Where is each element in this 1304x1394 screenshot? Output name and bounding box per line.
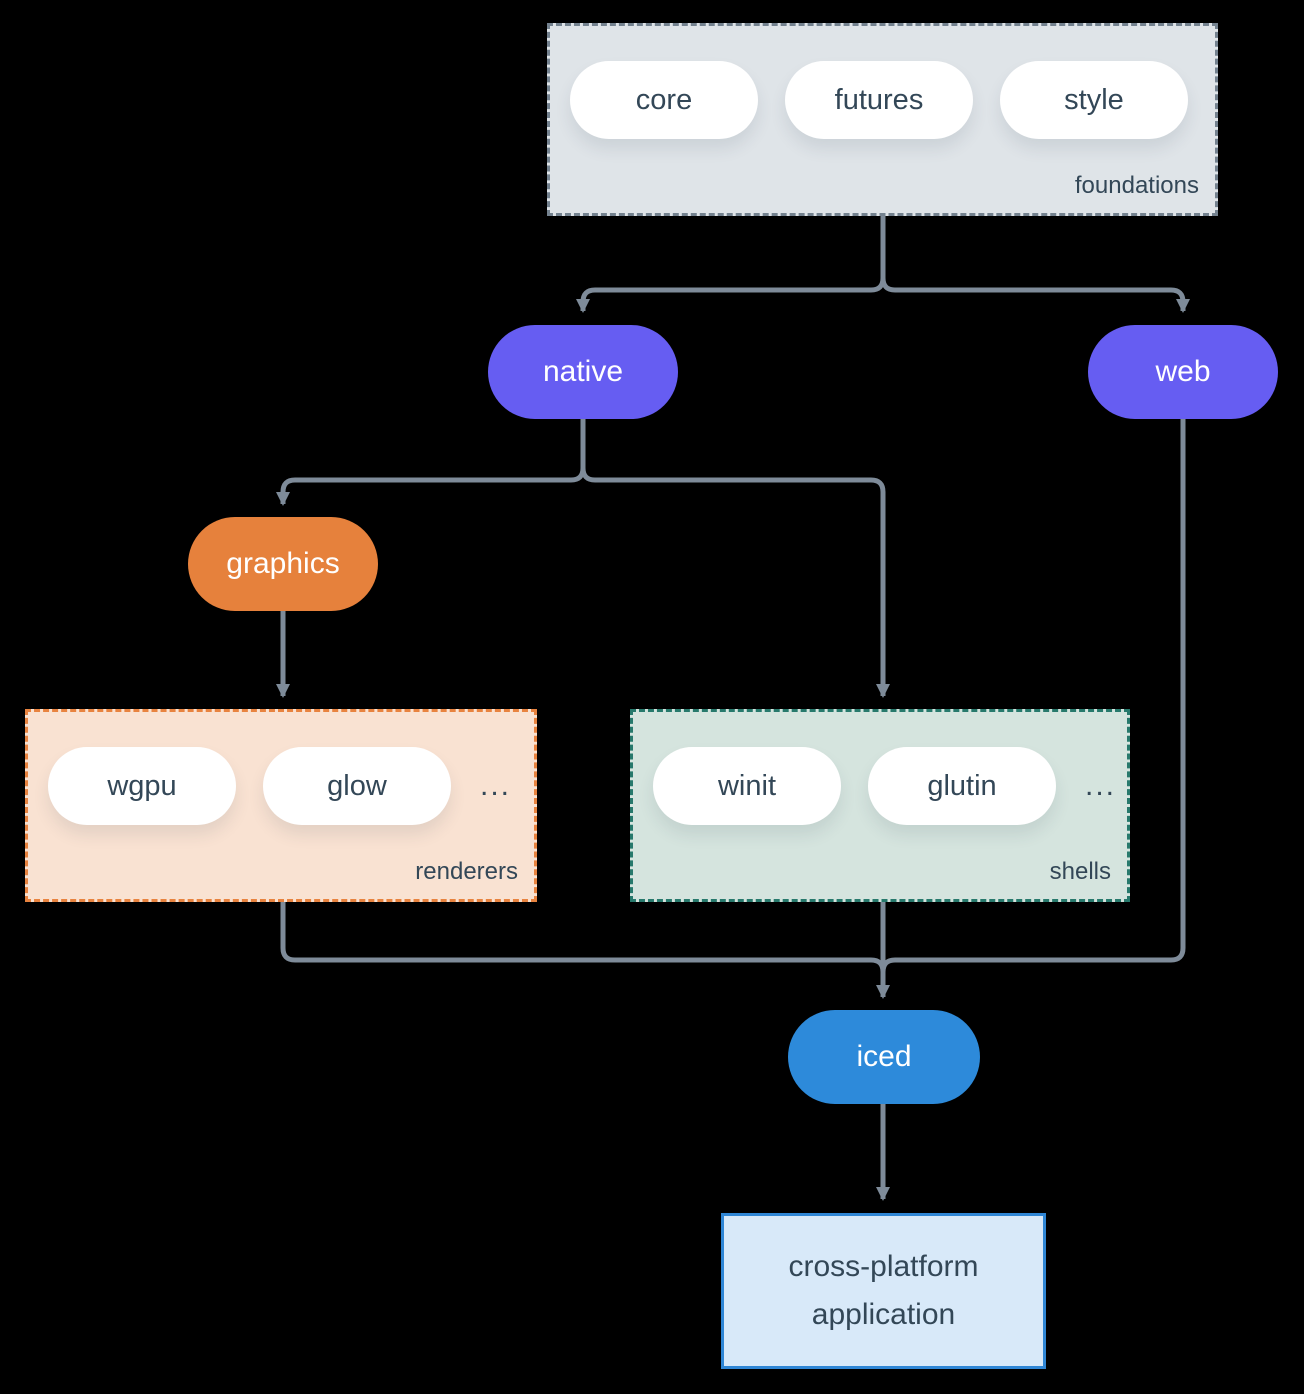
foundations-pill-row: core futures style	[550, 26, 1215, 139]
shells-group: winit glutin ... shells	[630, 709, 1130, 902]
edge-renderers-merge	[280, 901, 886, 973]
node-graphics: graphics	[188, 517, 378, 611]
node-native: native	[488, 325, 678, 419]
pill-glutin: glutin	[868, 747, 1056, 825]
shells-ellipsis: ...	[1085, 769, 1117, 802]
renderers-ellipsis: ...	[480, 769, 512, 802]
renderers-pill-row: wgpu glow ...	[28, 712, 534, 825]
application-label-line2: application	[811, 1298, 956, 1331]
pill-style: style	[1000, 61, 1188, 139]
edge-foundations-web	[880, 216, 1190, 313]
shells-label: shells	[1049, 858, 1111, 885]
shells-pill-row: winit glutin ...	[633, 712, 1127, 825]
renderers-group: wgpu glow ... renderers	[25, 709, 537, 902]
pill-winit: winit	[653, 747, 841, 825]
edge-foundations-native	[576, 216, 886, 313]
pill-futures: futures	[785, 61, 973, 139]
renderers-label: renderers	[415, 858, 518, 885]
pill-glow: glow	[263, 747, 451, 825]
pill-wgpu: wgpu	[48, 747, 236, 825]
application-label-line1: cross-platform	[788, 1250, 979, 1283]
node-web: web	[1088, 325, 1278, 419]
edge-native-graphics	[276, 419, 586, 506]
foundations-label: foundations	[1074, 172, 1199, 199]
node-iced: iced	[788, 1010, 980, 1104]
edge-native-shells	[580, 419, 890, 698]
application-box: cross-platform application	[721, 1213, 1046, 1369]
foundations-group: core futures style foundations	[547, 23, 1218, 216]
pill-core: core	[570, 61, 758, 139]
